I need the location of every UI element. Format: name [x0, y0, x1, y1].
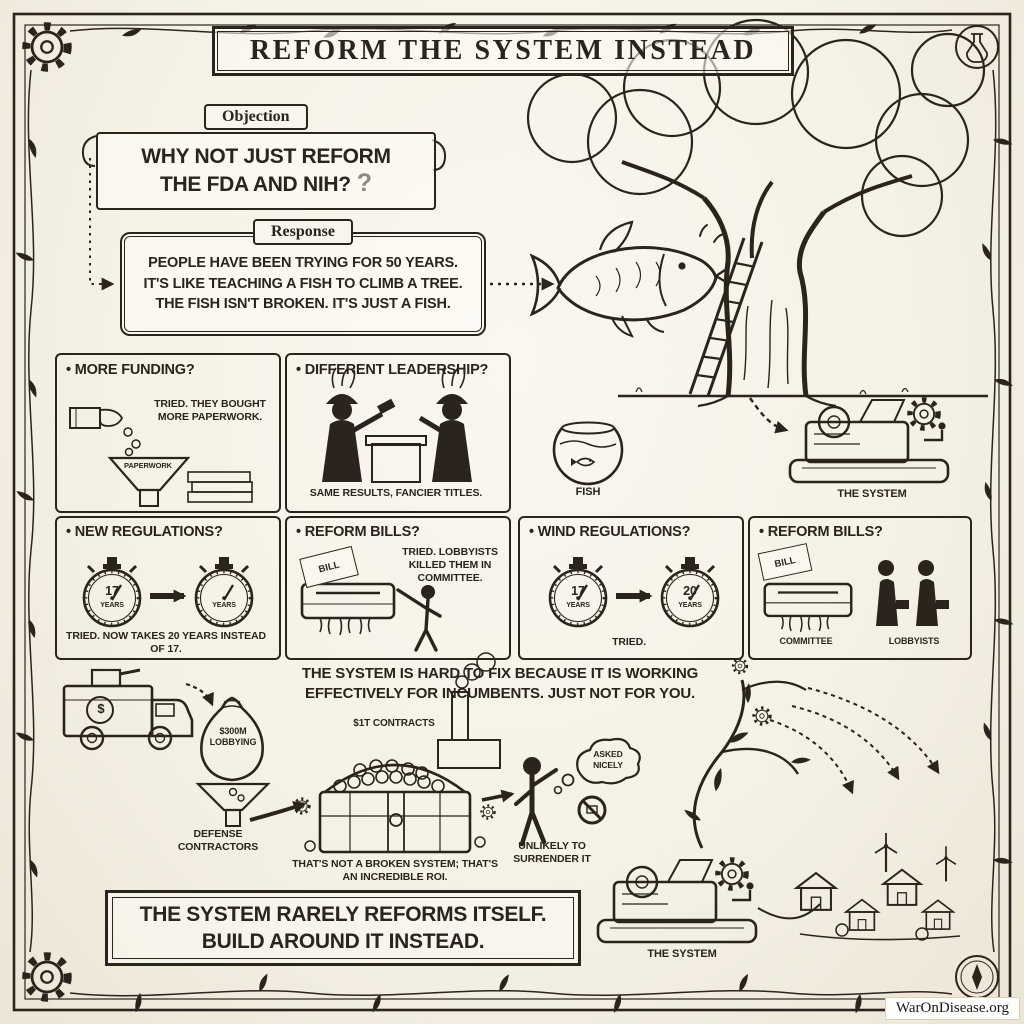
stopwatch-pair-2	[548, 555, 720, 628]
dial-2-left-number: 17	[571, 584, 585, 598]
middle-statement-line-1: THE SYSTEM IS HARD TO FIX BECAUSE IT IS …	[301, 665, 699, 682]
objection-scroll: WHY NOT JUST REFORM THE FDA AND NIH??	[96, 132, 436, 210]
machine-icon-bottom	[598, 860, 756, 942]
machine-icon-mid	[790, 400, 948, 482]
tree-to-machine-arrow	[749, 397, 789, 434]
corner-flask-icon	[955, 25, 999, 69]
money-bag-icon	[200, 696, 264, 782]
objection-line-2: THE FDA AND NIH?	[159, 172, 351, 196]
dial-2-right-unit: YEARS	[678, 602, 702, 609]
response-box: Response PEOPLE HAVE BEEN TRYING FOR 50 …	[120, 219, 486, 336]
corner-gear-top-left	[26, 26, 67, 67]
fish-icon	[529, 220, 729, 338]
chest-to-figure-arrow	[481, 789, 515, 803]
truck-dollar-sign: $	[97, 701, 105, 716]
stopwatch-pair-1	[82, 555, 254, 628]
dial-1-left-number: 17	[105, 584, 119, 598]
fish-label: FISH	[575, 486, 601, 498]
village-icon	[795, 831, 961, 941]
page-title: REFORM THE SYSTEM INSTEAD	[249, 35, 757, 66]
dial-2-right-number: 20	[683, 584, 697, 598]
lobbying-bag-label: $300M LOBBYING	[209, 726, 257, 748]
response-line-1: PEOPLE HAVE BEEN TRYING FOR 50 YEARS.	[148, 255, 458, 271]
shredder-operator-icon	[396, 585, 442, 652]
box-wind-regulations-caption: TRIED.	[612, 636, 646, 648]
defense-contractors-label: DEFENSE CONTRACTORS	[177, 828, 259, 854]
box-new-regulations-caption: TRIED. NOW TAKES 20 YEARS INSTEAD OF 17.	[66, 630, 266, 656]
leadership-illustration	[322, 367, 472, 483]
response-line-2: IT'S LIKE TEACHING A FISH TO CLIMB A TRE…	[143, 275, 463, 292]
box-leadership	[285, 353, 511, 513]
box-reform-bills-2	[748, 516, 972, 660]
paperwork-funnel-label: PAPERWORK	[124, 461, 172, 470]
dial-1-right-unit: YEARS	[212, 602, 236, 609]
denied-icon	[577, 795, 607, 825]
scroll-curls	[81, 135, 447, 171]
contracts-label: $1T CONTRACTS	[353, 718, 435, 729]
watermark: WarOnDisease.org	[884, 997, 1020, 1020]
response-label: Response	[252, 219, 354, 245]
box-more-funding	[55, 353, 281, 513]
conclusion-box: THE SYSTEM RARELY REFORMS ITSELF. BUILD …	[105, 890, 581, 966]
surrender-caption: UNLIKELY TO SURRENDER IT	[513, 840, 591, 866]
corner-compass-icon	[955, 955, 999, 999]
middle-statement-line-2: EFFECTIVELY FOR INCUMBENTS. JUST NOT FOR…	[305, 685, 695, 703]
box-more-funding-title: • MORE FUNDING?	[66, 362, 195, 378]
conclusion-line-1: THE SYSTEM RARELY REFORMS ITSELF.	[139, 902, 547, 926]
box-wind-regulations	[518, 516, 744, 660]
lobbyists-label: LOBBYISTS	[888, 636, 940, 646]
roi-caption: THAT'S NOT A BROKEN SYSTEM; THAT'S AN IN…	[292, 858, 498, 884]
tree-icon	[526, 18, 988, 408]
box-reform-bills-1-note: TRIED. LOBBYISTS KILLED THEM IN COMMITTE…	[402, 546, 498, 585]
conclusion-line-2: BUILD AROUND IT INSTEAD.	[201, 930, 485, 953]
box-new-regulations	[55, 516, 281, 660]
title-banner: REFORM THE SYSTEM INSTEAD	[212, 26, 794, 76]
treasure-chest-icon	[293, 759, 496, 854]
response-line-3: THE FISH ISN'T BROKEN. IT'S JUST A FISH.	[155, 296, 451, 313]
middle-statement: THE SYSTEM IS HARD TO FIX BECAUSE IT IS …	[262, 664, 738, 705]
objection-line-1: WHY NOT JUST REFORM	[141, 145, 391, 169]
system-label-bottom: THE SYSTEM	[647, 948, 717, 960]
dial-2-left-unit: YEARS	[566, 602, 590, 609]
box-more-funding-note: TRIED. THEY BOUGHT MORE PAPERWORK.	[154, 398, 266, 424]
ladder-icon	[688, 237, 764, 397]
objection-question-mark: ?	[356, 168, 373, 197]
committee-label: COMMITTEE	[779, 636, 833, 646]
truck-to-bag-arrow	[185, 682, 214, 707]
lobbyists-icons	[876, 560, 949, 626]
armored-truck-icon	[62, 668, 194, 751]
thought-bubble-text: ASKED NICELY	[593, 749, 623, 770]
box-reform-bills-2-title: • REFORM BILLS?	[759, 524, 883, 540]
box-new-regulations-title: • NEW REGULATIONS?	[66, 524, 223, 540]
fishbowl-icon	[552, 421, 624, 486]
official-figure-icon	[514, 757, 558, 847]
box-reform-bills-1	[285, 516, 511, 660]
box-leadership-caption: SAME RESULTS, FANCIER TITLES.	[309, 487, 483, 499]
thought-bubble-icon	[553, 737, 641, 795]
objection-label: Objection	[204, 104, 308, 130]
box-wind-regulations-title: • WIND REGULATIONS?	[529, 524, 691, 540]
box-reform-bills-1-title: • REFORM BILLS?	[296, 524, 420, 540]
corner-gear-bottom-left	[26, 956, 67, 997]
box-leadership-title: • DIFFERENT LEADERSHIP?	[296, 362, 489, 378]
lobbying-funnel-icon	[195, 782, 271, 827]
dial-1-left-unit: YEARS	[100, 602, 124, 609]
factory-icon	[437, 652, 501, 769]
system-label-mid: THE SYSTEM	[837, 488, 907, 500]
growth-vine-icon	[684, 657, 940, 920]
funding-illustration	[69, 407, 253, 507]
